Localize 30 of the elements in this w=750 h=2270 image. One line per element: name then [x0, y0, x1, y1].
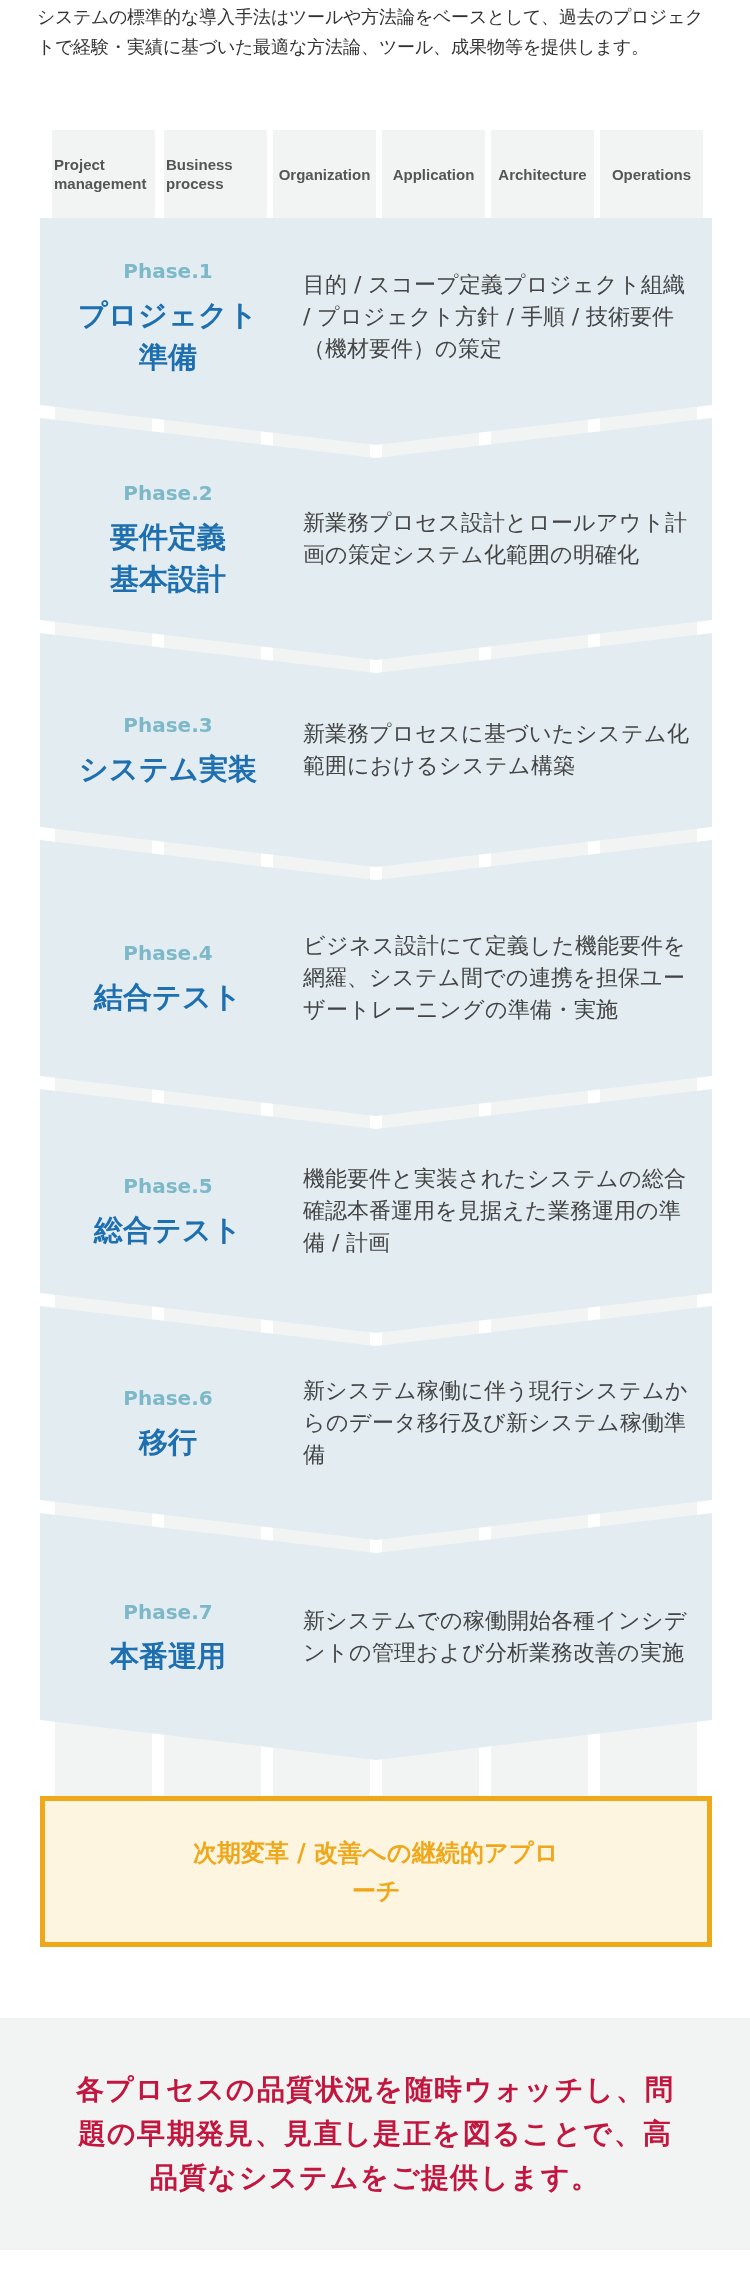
column-header: Operations: [600, 130, 703, 218]
phase-number: Phase.6: [123, 1385, 213, 1412]
column-header: Architecture: [491, 130, 594, 218]
column-header: Business process: [164, 130, 267, 218]
phase-description: 目的 / スコープ定義プロジェクト組織 / プロジェクト方針 / 手順 / 技術要件（機材要件）の策定: [303, 270, 687, 363]
phase-number: Phase.2: [123, 480, 213, 507]
phase-title: 移行: [137, 1424, 198, 1461]
phase-description: 新業務プロセス設計とロールアウト計画の策定システム化範囲の明確化: [303, 509, 688, 569]
phase-title: 結合テスト: [92, 979, 243, 1016]
phase-title: 本番運用: [108, 1637, 227, 1675]
phase-number: Phase.3: [123, 712, 213, 739]
column-header: Organization: [273, 130, 376, 218]
phase-number: Phase.7: [123, 1598, 213, 1626]
phase-description: ビジネス設計にて定義した機能要件を網羅、システム間での連携を担保ユーザートレーニングの準備・実施: [303, 932, 687, 1024]
phase-title: 要件定義基本設計: [109, 519, 227, 598]
phase-description: 新業務プロセスに基づいたシステム化範囲におけるシステム構築: [303, 720, 690, 780]
highlight-box: 次期変革 / 改善への継続的アプローチ: [40, 1796, 712, 1947]
column-header: Project management: [52, 130, 155, 218]
phase-title: プロジェクト準備: [78, 296, 258, 376]
phase-number: Phase.1: [123, 257, 213, 285]
column-header: Application: [382, 130, 485, 218]
summary-panel: 各プロセスの品質状況を随時ウォッチし、問題の早期発見、見直し是正を図ることで、高品質なシステムをご提供します。: [0, 2018, 750, 2250]
phase-title: 総合テスト: [92, 1212, 243, 1249]
phase-title: システム実装: [78, 751, 258, 788]
phase-description: 機能要件と実装されたシステムの総合確認本番運用を見据えた業務運用の準備 / 計画: [303, 1165, 687, 1257]
phase-description: 新システムでの稼働開始各種インシデントの管理および分析業務改善の実施: [303, 1606, 688, 1667]
phase-description: 新システム稼働に伴う現行システムからのデータ移行及び新システム稼働準備: [303, 1377, 689, 1469]
phase-number: Phase.4: [123, 940, 213, 967]
phase-number: Phase.5: [123, 1173, 213, 1200]
intro-text: システムの標準的な導入手法はツールや方法論をベースとして、過去のプロジェクトで経験・実績に基づいた最適な方法論、ツール、成果物等を提供します。: [37, 5, 704, 59]
